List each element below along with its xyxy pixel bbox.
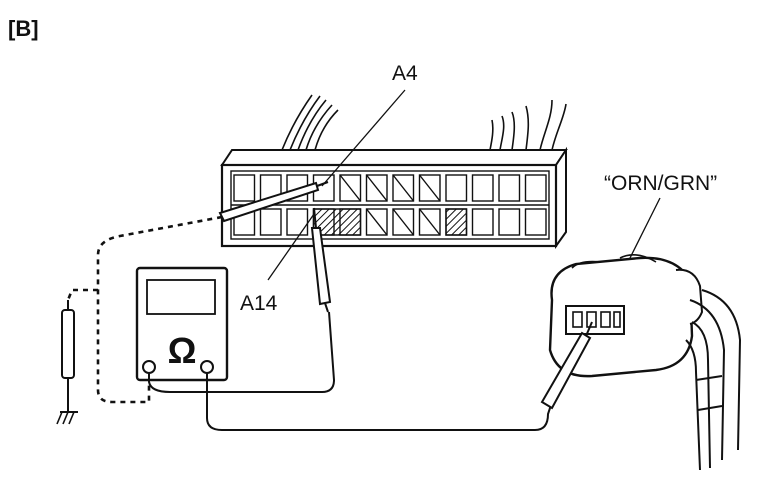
leader-a14 bbox=[267, 213, 315, 281]
lead-meter-to-a14 bbox=[148, 311, 336, 393]
ohm-symbol: Ω bbox=[168, 330, 197, 371]
figure-tag: [B] bbox=[8, 16, 39, 41]
label-orn-grn: “ORN/GRN” bbox=[604, 172, 717, 195]
ohmmeter: Ω bbox=[135, 266, 229, 382]
ground-probe bbox=[56, 300, 78, 425]
leader-a4 bbox=[321, 89, 406, 187]
ground-lead-dashed bbox=[66, 215, 223, 404]
harness-wires-left bbox=[281, 94, 339, 151]
probe-orn-grn bbox=[540, 321, 593, 410]
label-a4: A4 bbox=[392, 62, 418, 85]
harness-wires-right bbox=[489, 99, 567, 151]
probe-a4 bbox=[218, 181, 329, 223]
meter-terminal-left bbox=[142, 360, 156, 374]
harness-cable bbox=[685, 289, 742, 471]
meter-terminal-right bbox=[200, 360, 214, 374]
lead-meter-to-harness bbox=[206, 373, 553, 431]
probe-a14 bbox=[310, 207, 332, 313]
label-a14: A14 bbox=[240, 292, 278, 315]
